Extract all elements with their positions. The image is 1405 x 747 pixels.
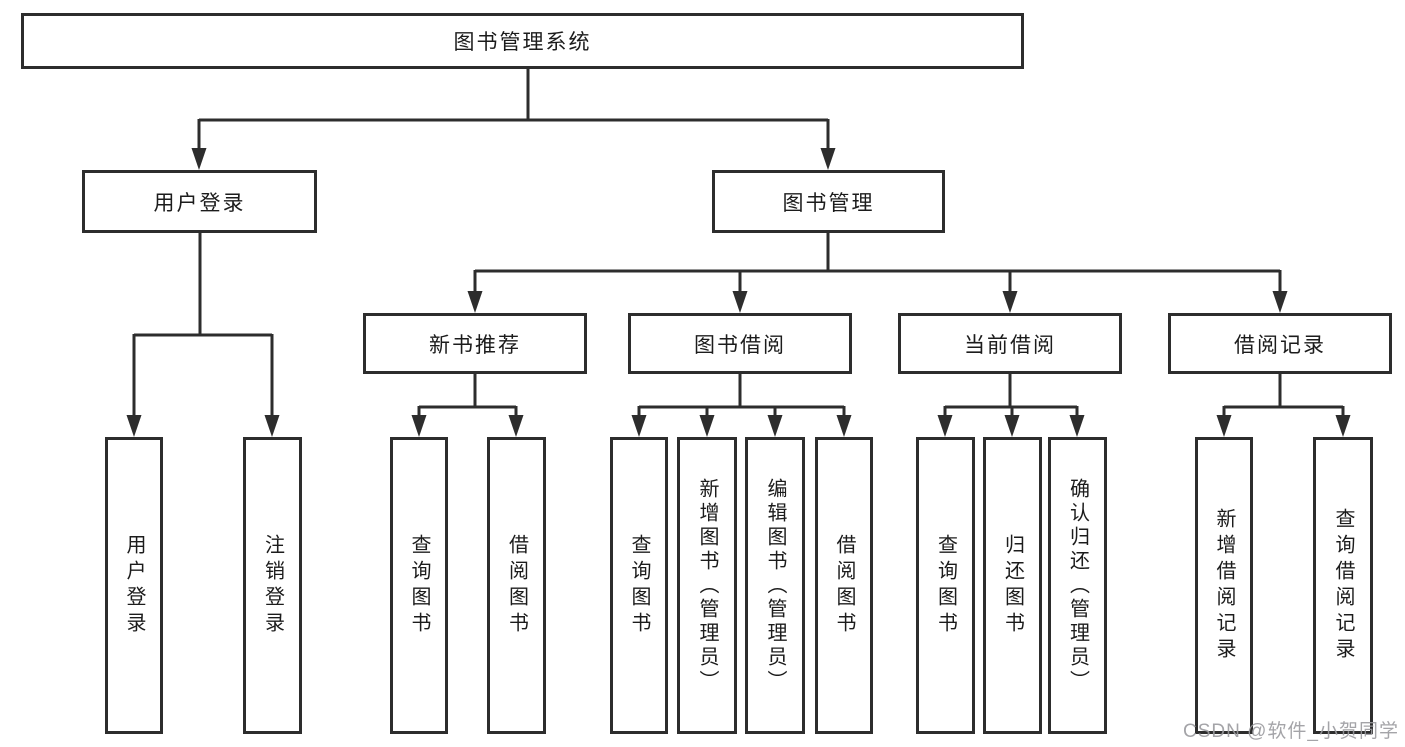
leaf-label: 用户登录 [123, 533, 145, 638]
arrow-down-icon [126, 415, 142, 437]
csdn-watermark: CSDN @软件_小贺同学 [1183, 721, 1399, 742]
leaf-add-borrow-record: 新增借阅记录 [1195, 437, 1253, 734]
leaf-label: 注销登录 [261, 533, 284, 638]
leaf-return-books: 归还图书 [983, 437, 1042, 734]
wire-level3-feeds [473, 374, 1282, 408]
wire-records-leaves [1222, 405, 1345, 421]
arrow-down-icon [820, 148, 836, 170]
wire-root-to-level2 [197, 69, 830, 152]
arrow-down-icon [836, 415, 852, 437]
arrow-down-icon [937, 415, 953, 437]
arrow-down-icon [1272, 291, 1288, 313]
leaf-label: 查询借阅记录 [1332, 507, 1354, 664]
leaf-query-books-3: 查询图书 [916, 437, 975, 734]
arrow-down-icon [191, 148, 207, 170]
leaf-add-books-admin: 新增图书（管理员） [677, 437, 737, 734]
leaf-query-borrow-record: 查询借阅记录 [1313, 437, 1373, 734]
arrow-down-icon [1216, 415, 1232, 437]
leaf-label: 确认归还（管理员） [1066, 477, 1089, 694]
leaf-logout: 注销登录 [243, 437, 302, 734]
arrow-down-icon [1069, 415, 1085, 437]
arrow-down-icon [767, 415, 783, 437]
leaf-label: 借阅图书 [505, 533, 528, 638]
leaf-label: 借阅图书 [833, 533, 855, 638]
arrow-down-icon [467, 291, 483, 313]
arrow-down-icon [1004, 415, 1020, 437]
leaf-label: 查询图书 [628, 533, 650, 638]
node-book-borrow: 图书借阅 [628, 313, 852, 374]
leaf-query-books-1: 查询图书 [390, 437, 448, 734]
leaf-borrow-books-2: 借阅图书 [815, 437, 873, 734]
arrow-down-icon [699, 415, 715, 437]
leaf-borrow-books-1: 借阅图书 [487, 437, 546, 734]
node-user-login: 用户登录 [82, 170, 317, 233]
leaf-label: 新增借阅记录 [1213, 507, 1235, 664]
wire-bookborrow-leaves [637, 405, 846, 421]
wire-bookmgmt-to-level3 [473, 233, 1282, 295]
arrow-down-icon [631, 415, 647, 437]
arrow-down-icon [732, 291, 748, 313]
node-book-management: 图书管理 [712, 170, 945, 233]
node-root: 图书管理系统 [21, 13, 1024, 69]
leaf-query-books-2: 查询图书 [610, 437, 668, 734]
leaf-label: 编辑图书（管理员） [764, 477, 786, 694]
arrow-down-icon [264, 415, 280, 437]
arrow-down-icon [1335, 415, 1351, 437]
wire-newbooks-leaves [417, 405, 518, 421]
arrow-down-icon [411, 415, 427, 437]
node-new-books: 新书推荐 [363, 313, 587, 374]
arrow-down-icon [1002, 291, 1018, 313]
leaf-user-login: 用户登录 [105, 437, 163, 734]
leaf-label: 归还图书 [1001, 533, 1024, 638]
leaf-label: 新增图书（管理员） [696, 477, 718, 694]
leaf-edit-books-admin: 编辑图书（管理员） [745, 437, 805, 734]
leaf-confirm-return-admin: 确认归还（管理员） [1048, 437, 1107, 734]
leaf-label: 查询图书 [934, 533, 957, 638]
leaf-label: 查询图书 [408, 533, 430, 638]
arrow-down-icon [508, 415, 524, 437]
node-current-borrow: 当前借阅 [898, 313, 1122, 374]
node-borrow-records: 借阅记录 [1168, 313, 1392, 374]
wire-userlogin-to-leaves [132, 233, 274, 419]
wire-currentborrow-leaves [943, 405, 1079, 421]
